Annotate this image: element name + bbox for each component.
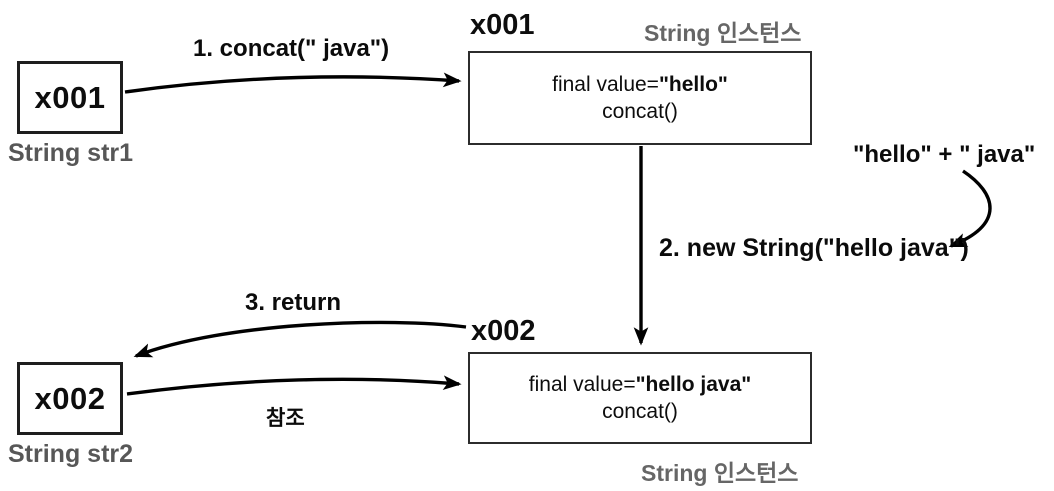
instance1-title: x001 — [470, 9, 535, 41]
label-step2: 2. new String("hello java") — [659, 234, 969, 262]
instance1-method: concat() — [602, 100, 678, 123]
instance2-value-line: final value="hello java" — [529, 371, 751, 398]
instance2-value: "hello java" — [635, 373, 752, 396]
instance2-method: concat() — [602, 400, 678, 423]
label-step3: 3. return — [245, 289, 342, 316]
ref-box-str1: x001 — [17, 61, 123, 134]
instance1-value: "hello" — [658, 73, 728, 96]
instance2-type-label: String 인스턴스 — [641, 460, 799, 486]
instance-box-x001: final value="hello" concat() — [468, 51, 812, 145]
ref-caption-str2: String str2 — [8, 440, 134, 468]
instance2-title: x002 — [471, 315, 536, 347]
instance1-value-line: final value="hello" — [552, 71, 728, 98]
arrow-step1-concat — [124, 72, 462, 94]
ref-box-str2: x002 — [17, 362, 123, 435]
instance1-type-label: String 인스턴스 — [644, 20, 802, 46]
instance2-value-prefix: final value= — [528, 373, 636, 396]
ref-box-str1-id: x001 — [34, 79, 106, 115]
label-reference: 참조 — [266, 407, 305, 430]
arrow-expr-to-step2 — [948, 169, 992, 248]
instance1-value-prefix: final value= — [552, 73, 659, 96]
arrow-step3-return — [133, 320, 467, 358]
instance-box-x002: final value="hello java" concat() — [468, 352, 812, 444]
arrow-reference — [126, 375, 462, 396]
label-step1: 1. concat(" java") — [193, 35, 390, 62]
ref-box-str2-id: x002 — [34, 380, 106, 416]
ref-caption-str1: String str1 — [8, 139, 134, 167]
label-expr: "hello" + " java" — [853, 141, 1036, 168]
